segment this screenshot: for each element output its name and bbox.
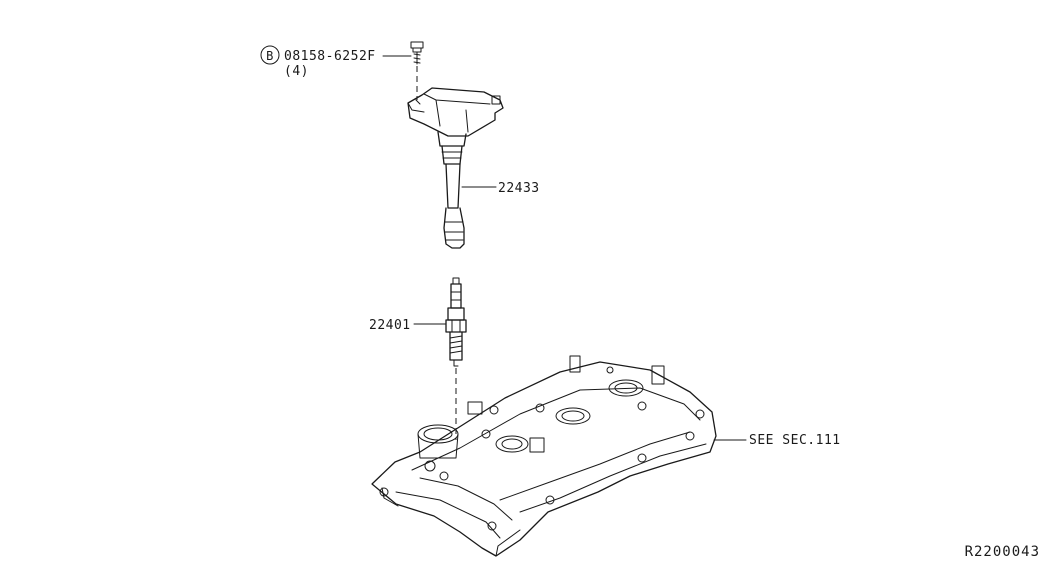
spark-plug-drawing: [445, 277, 467, 440]
bolt-drawing: [410, 41, 424, 100]
diagram-reference-number: R2200043: [965, 544, 1040, 560]
ignition-coil-part-number: 22433: [498, 181, 540, 196]
spark-plug-part-number: 22401: [369, 318, 411, 333]
bolt-quantity: (4): [284, 64, 309, 79]
bolt-callout: B 08158-6252F (4): [260, 45, 412, 79]
bolt-part-number: 08158-6252F: [284, 49, 376, 64]
valve-cover-reference: SEE SEC.111: [749, 433, 841, 448]
bolt-symbol: B: [266, 49, 274, 63]
ignition-coil-drawing: [407, 87, 504, 249]
valve-cover-drawing: [371, 355, 717, 557]
